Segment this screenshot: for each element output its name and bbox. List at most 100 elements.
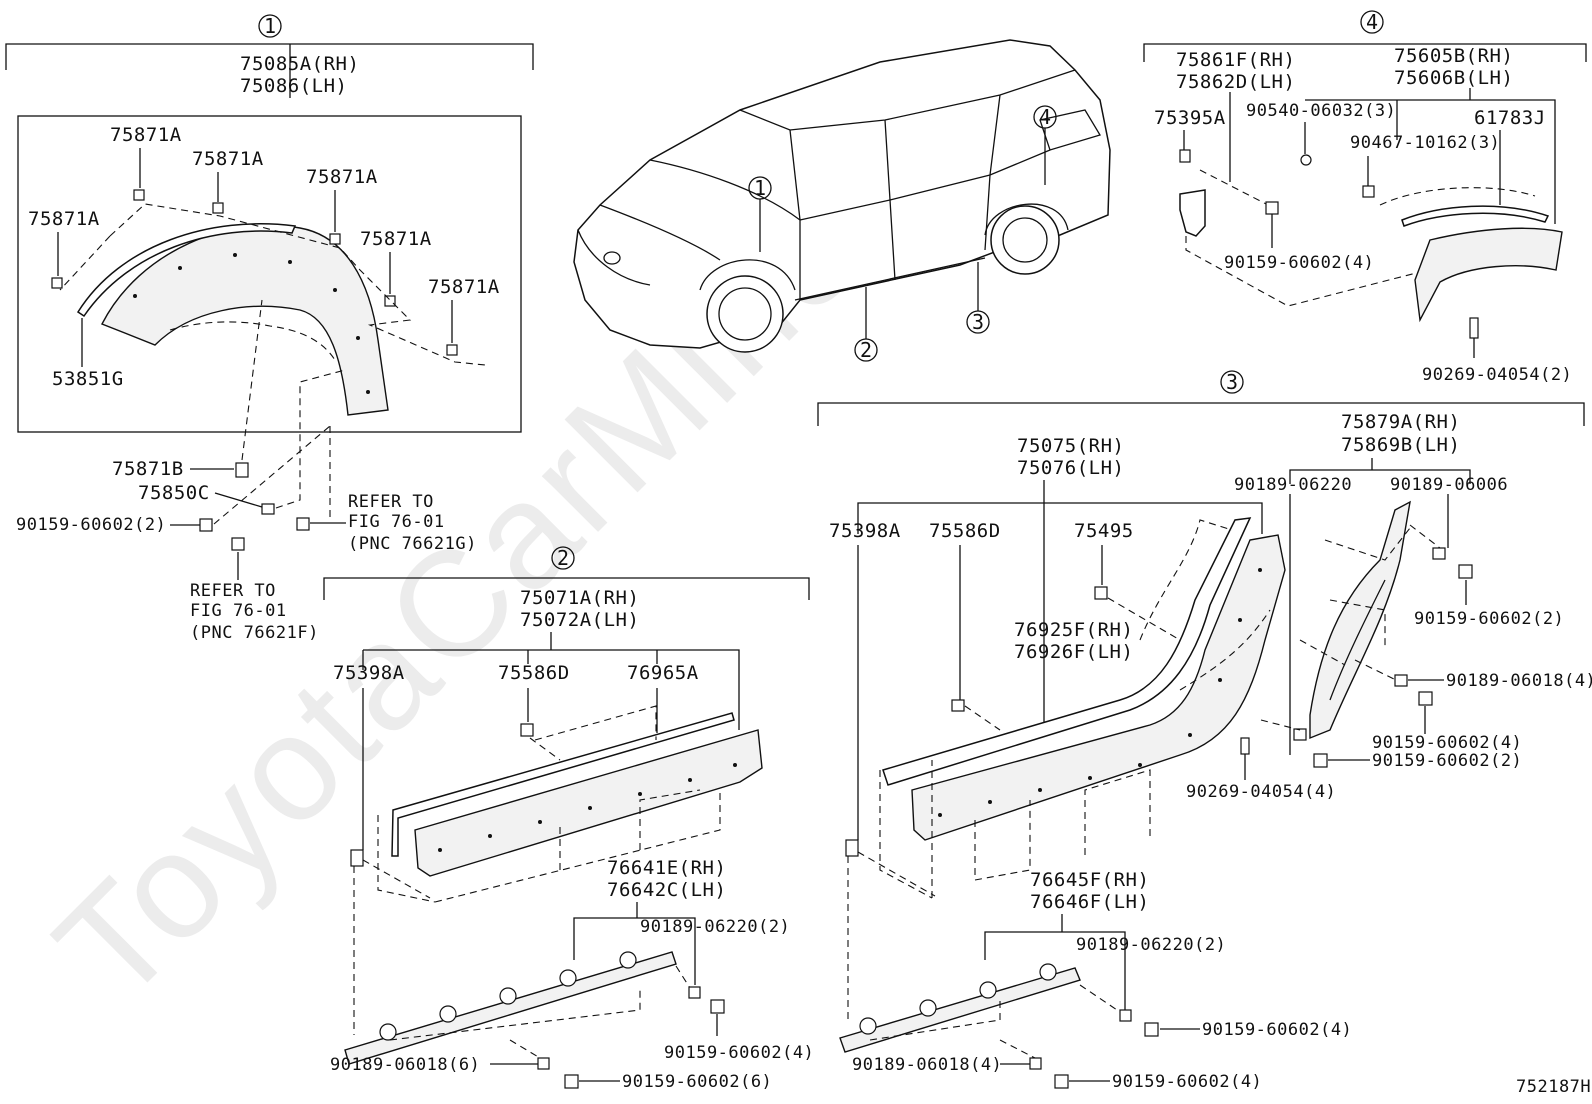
clip-75871b	[235, 462, 249, 478]
group-2: 2 75071A(RH) 75072A(LH) 75398A 75586D 76…	[323, 546, 814, 1092]
label-75398a-g2: 75398A	[333, 662, 405, 684]
nut-90159-4c	[1054, 1074, 1069, 1089]
clip-75398a-g2	[350, 849, 364, 867]
label-90189-06018-4: 90189-06018(4)	[1446, 671, 1592, 691]
label-90159-60602-4c: 90159-60602(4)	[1112, 1072, 1262, 1092]
car-marker-1: 1	[754, 176, 766, 200]
label-90269-04054-2: 90269-04054(2)	[1422, 365, 1572, 385]
label-75862d-lh: 75862D(LH)	[1176, 71, 1295, 93]
label-76642c-lh: 76642C(LH)	[607, 879, 726, 901]
label-90159-60602-4b: 90159-60602(4)	[1202, 1020, 1352, 1040]
label-76641e-rh: 76641E(RH)	[607, 857, 726, 879]
clip-90269-2	[1469, 317, 1479, 339]
group-3: 3 75879A(RH) 75869B(LH) 90189-06220 9018…	[817, 370, 1592, 1092]
label-90159-60602-4-g2: 90159-60602(4)	[664, 1043, 814, 1063]
bolt-90189-06018-4	[1394, 674, 1408, 687]
clip-75871a-group	[51, 189, 458, 356]
clip-75586d-g2	[520, 723, 534, 737]
label-90189-06220-g3: 90189-06220	[1234, 475, 1352, 495]
label-76925f-rh: 76925F(RH)	[1014, 619, 1133, 641]
label-75871a-4: 75871A	[360, 228, 432, 250]
label-90189-06220-2-g3: 90189-06220(2)	[1076, 935, 1226, 955]
rear-flare-75605b	[1414, 227, 1563, 323]
label-90540-06032: 90540-06032(3)	[1246, 101, 1396, 121]
label-76926f-lh: 76926F(LH)	[1014, 641, 1133, 663]
clip-90467	[1362, 185, 1375, 198]
label-75495: 75495	[1074, 520, 1134, 542]
label-90269-04054-4: 90269-04054(4)	[1186, 782, 1336, 802]
label-75871a-1: 75871A	[110, 124, 182, 146]
clip-75586d-g3	[951, 699, 965, 712]
refer-a-line1: REFER TO	[348, 492, 434, 512]
bracket-76641e	[344, 951, 677, 1065]
refer-b-line3: (PNC 76621F)	[190, 623, 319, 643]
label-53851g: 53851G	[52, 368, 124, 390]
label-75586d-g3: 75586D	[929, 520, 1001, 542]
label-75086-lh: 75086(LH)	[240, 75, 347, 97]
diagram-id: 752187H	[1516, 1077, 1591, 1097]
group-1: 1 75085A(RH) 75086(LH) 75871A 75871A 758…	[5, 14, 534, 643]
nut-90159-4-g4	[1265, 201, 1279, 215]
label-76965a: 76965A	[627, 662, 699, 684]
screw-75850c	[261, 503, 275, 515]
rear-corner-75879a	[1309, 500, 1411, 740]
refer-b-line1: REFER TO	[190, 581, 276, 601]
clip-75395a	[1179, 149, 1191, 163]
car-marker-4: 4	[1039, 105, 1051, 129]
section-marker-3: 3	[1226, 370, 1238, 394]
nut-90159-4b	[1144, 1022, 1159, 1037]
section-marker-4: 4	[1366, 10, 1378, 34]
bolt-90189-06018-g2	[537, 1057, 550, 1070]
label-75861f-rh: 75861F(RH)	[1176, 49, 1295, 71]
section-marker-1: 1	[264, 14, 276, 38]
bracket-76641e-bosses	[379, 951, 637, 1041]
bolt-90189-06220-g2	[688, 986, 701, 999]
label-75398a-g3: 75398A	[829, 520, 901, 542]
vehicle-illustration	[573, 39, 1111, 353]
rear-flare-tape	[1401, 205, 1550, 227]
label-75871a-3: 75871A	[306, 166, 378, 188]
refer-b-line2: FIG 76-01	[190, 601, 287, 621]
nut-90159-6	[564, 1074, 579, 1089]
label-75071a-rh: 75071A(RH)	[520, 587, 639, 609]
rocker-moulding-75075	[911, 534, 1286, 841]
refer-a-line3: (PNC 76621G)	[348, 534, 477, 554]
nut-90159-4-g2	[710, 999, 725, 1014]
label-75871b: 75871B	[112, 458, 184, 480]
label-75072a-lh: 75072A(LH)	[520, 609, 639, 631]
fender-pad-53851g	[76, 223, 297, 318]
label-61783j: 61783J	[1474, 107, 1546, 129]
label-90159-60602-6: 90159-60602(6)	[622, 1072, 772, 1092]
label-90189-06220-2-g2: 90189-06220(2)	[640, 917, 790, 937]
label-90159-60602-2b: 90159-60602(2)	[1372, 751, 1522, 771]
clip-90269-4	[1240, 737, 1250, 755]
group-4: 4 75861F(RH) 75862D(LH) 75605B(RH) 75606…	[1143, 10, 1587, 385]
mudguard-bracket	[1179, 189, 1206, 237]
label-75871a-6: 75871A	[28, 208, 100, 230]
nut-90159-2b	[1313, 753, 1328, 768]
bolt-90189-06018-g3	[1029, 1057, 1042, 1070]
label-90467-10162: 90467-10162(3)	[1350, 133, 1500, 153]
label-90159-60602-4a: 90159-60602(4)	[1372, 733, 1522, 753]
door-moulding-75071a	[414, 729, 763, 877]
label-75871a-5: 75871A	[428, 276, 500, 298]
clip-rear-1	[1293, 728, 1307, 741]
label-75606b-lh: 75606B(LH)	[1394, 67, 1513, 89]
bolt-90189-06006	[1432, 547, 1446, 560]
label-75076-lh: 75076(LH)	[1017, 457, 1124, 479]
car-marker-3: 3	[972, 310, 984, 334]
door-tape-76965a	[391, 712, 735, 857]
label-75879a-rh: 75879A(RH)	[1341, 411, 1460, 433]
nut-90159-2a	[1458, 564, 1473, 579]
bolt-90189-06220-g3	[1119, 1009, 1132, 1022]
label-90189-06006: 90189-06006	[1390, 475, 1508, 495]
nut-90159-2	[199, 518, 213, 532]
bolt-refer-b	[231, 537, 245, 551]
label-90189-06018-4b: 90189-06018(4)	[852, 1055, 1002, 1075]
label-76645f-rh: 76645F(RH)	[1030, 869, 1149, 891]
bracket-76645f	[839, 967, 1081, 1053]
clip-75495	[1094, 586, 1108, 600]
clip-90540	[1300, 154, 1312, 166]
